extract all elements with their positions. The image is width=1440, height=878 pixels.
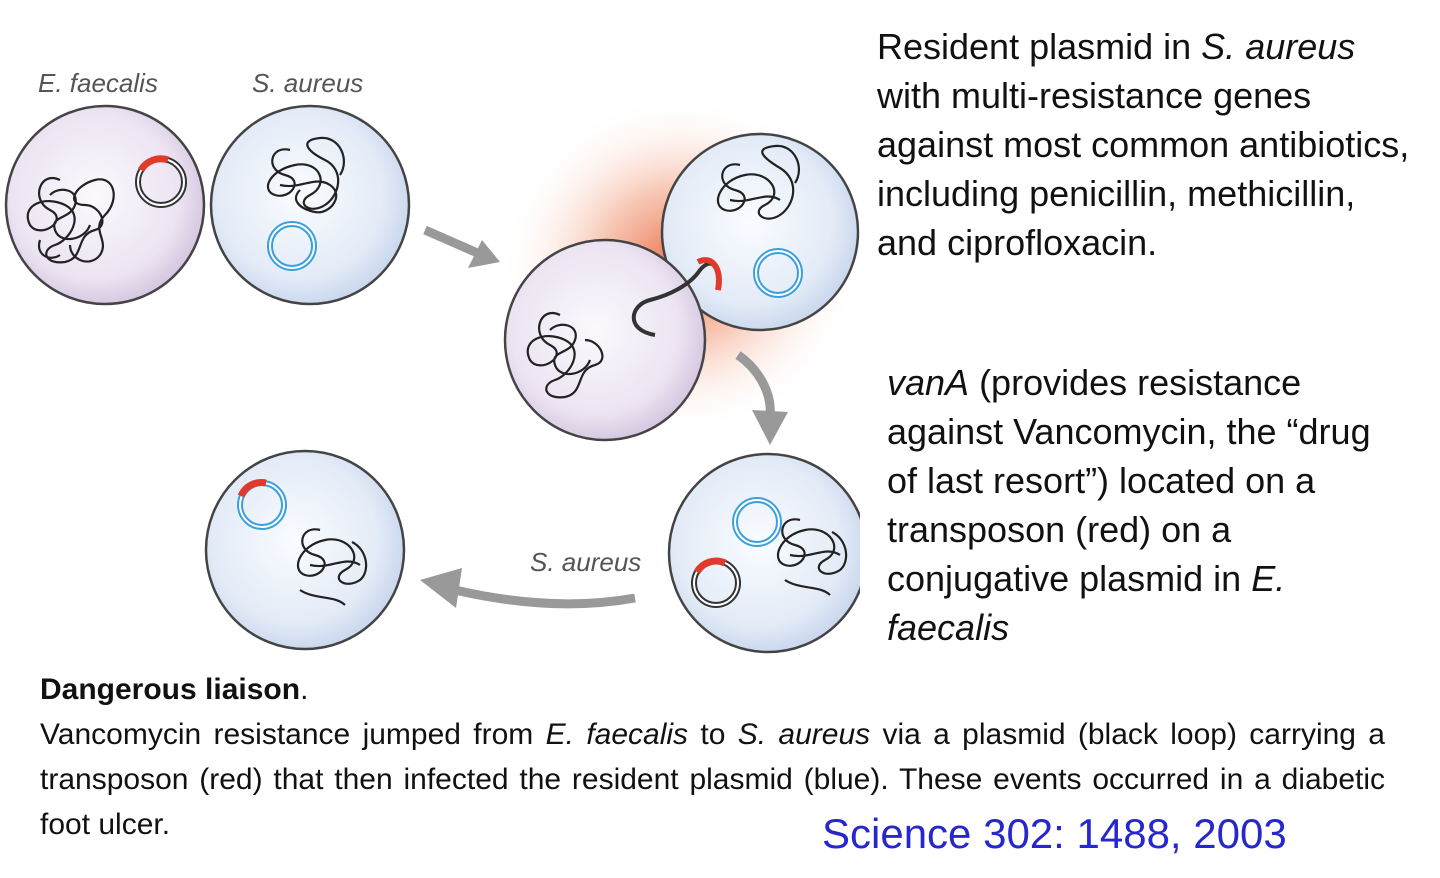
transposon-icon (137, 155, 170, 173)
label-saureus-top: S. aureus (252, 68, 364, 98)
chromosome-icon (776, 518, 848, 596)
cell-saureus-conjugating (660, 132, 860, 332)
chromosome-icon (716, 144, 800, 220)
cell-efaecalis-start (4, 104, 206, 306)
cell-efaecalis-conjugating (503, 238, 722, 442)
cell-saureus-recipient (667, 452, 860, 654)
note-text: Resident plasmid in (877, 26, 1202, 67)
caption-title: Dangerous liaison. (40, 673, 309, 706)
caption-body: Vancomycin resistance jumped from E. fae… (40, 718, 1385, 841)
cell-saureus-resistant (204, 449, 406, 651)
figure-caption: Dangerous liaison. Vancomycin resistance… (40, 667, 1390, 847)
transposon-icon (693, 557, 727, 574)
note-text: (provides resistance against Vancomycin,… (887, 362, 1371, 599)
note-vana: vanA (provides resistance against Vancom… (887, 358, 1407, 652)
citation: Science 302: 1488, 2003 (822, 810, 1287, 857)
chromosome-icon (526, 311, 604, 399)
label-efaecalis: E. faecalis (38, 68, 158, 98)
chromosome-icon (26, 176, 115, 264)
chromosome-icon (267, 136, 345, 214)
label-saureus-arrow: S. aureus (530, 547, 642, 577)
species-name: E. faecalis (887, 558, 1286, 648)
transposon-icon (237, 479, 267, 498)
arrow-down (735, 351, 788, 445)
species-name: S. aureus (1201, 26, 1356, 67)
cell-saureus-start (209, 104, 411, 306)
chromosome-icon (296, 528, 368, 606)
note-text: with multi-resistance genes against most… (877, 75, 1410, 263)
arrow-left (420, 568, 636, 609)
transposon-icon (696, 257, 722, 291)
gene-name: vanA (887, 362, 970, 403)
note-resident-plasmid: Resident plasmid in S. aureus with multi… (877, 22, 1422, 267)
arrow-to-conjugation (423, 225, 500, 268)
conjugation-diagram (4, 95, 860, 654)
